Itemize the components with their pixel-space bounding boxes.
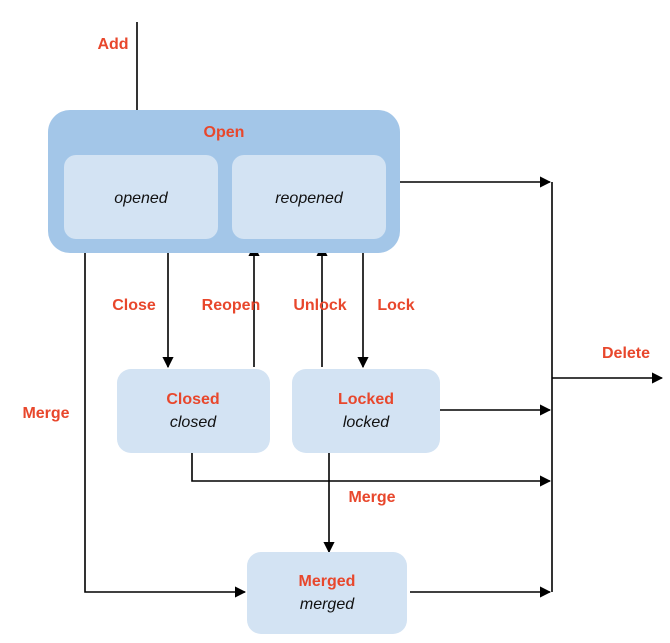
edge-label-merge-mid: Merge xyxy=(348,489,395,506)
state-merged[interactable]: Merged merged xyxy=(247,552,407,634)
edge-delete-from-closed xyxy=(191,453,552,487)
substate-reopened[interactable]: reopened xyxy=(232,155,386,239)
state-merged-title: Merged xyxy=(299,573,356,590)
edge-label-reopen: Reopen xyxy=(202,297,261,314)
edge-label-add: Add xyxy=(97,36,128,53)
state-closed-box xyxy=(117,369,270,453)
state-locked-title: Locked xyxy=(338,391,394,408)
state-merged-box xyxy=(247,552,407,634)
substate-opened-label: opened xyxy=(114,190,168,207)
edge-label-unlock: Unlock xyxy=(293,297,346,314)
state-merged-value: merged xyxy=(300,596,355,613)
edge-label-merge-left: Merge xyxy=(22,405,69,422)
state-closed-value: closed xyxy=(170,414,217,431)
substate-reopened-box xyxy=(232,155,386,239)
composite-state-open-label: Open xyxy=(204,124,245,141)
state-locked-value: locked xyxy=(343,414,390,431)
edge-label-delete: Delete xyxy=(602,345,650,362)
state-closed-title: Closed xyxy=(166,391,219,408)
state-closed[interactable]: Closed closed xyxy=(117,369,270,453)
composite-state-open[interactable]: Open opened reopened xyxy=(48,110,400,253)
state-locked[interactable]: Locked locked xyxy=(292,369,440,453)
substate-opened[interactable]: opened xyxy=(64,155,218,239)
edge-label-close: Close xyxy=(112,297,156,314)
edge-merge-open-to-merged xyxy=(84,253,247,598)
edge-label-lock: Lock xyxy=(377,297,414,314)
substate-opened-box xyxy=(64,155,218,239)
substate-reopened-label: reopened xyxy=(275,190,344,207)
state-locked-box xyxy=(292,369,440,453)
